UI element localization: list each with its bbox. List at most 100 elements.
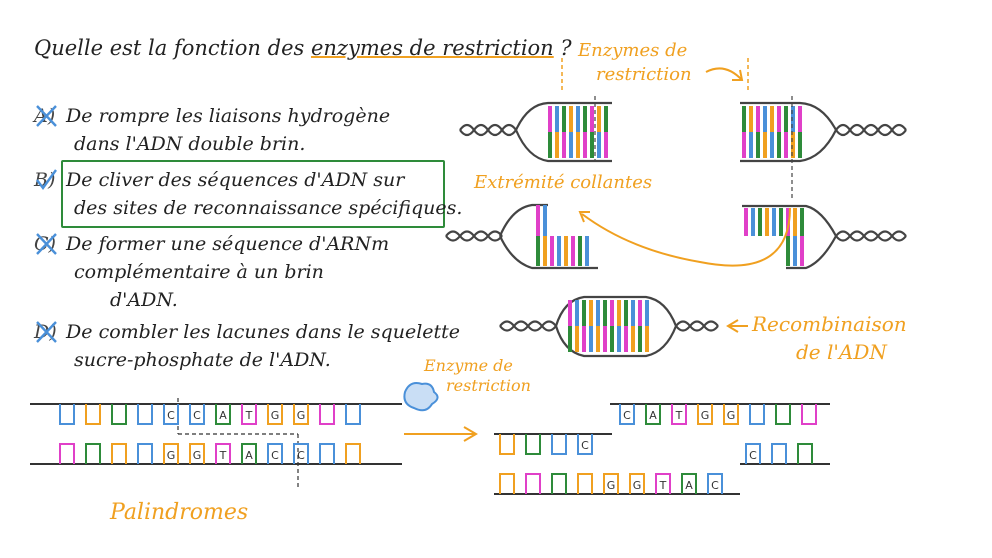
nucleotide-letter: C [749,449,757,462]
option-a-letter: A) [34,102,60,130]
option-c-line3: d'ADN. [110,289,178,311]
arrow-recombination-head-icon [726,319,739,333]
nucleotide-box [215,404,231,425]
question-prefix: Quelle est la fonction des [34,36,311,60]
nucleotide-box [655,473,671,494]
nucleotide-letter: C [167,409,175,422]
nucleotide-letter: G [167,449,176,462]
nucleotide-box [671,404,687,425]
option-a[interactable]: A) De rompre les liaisons hydrogène dans… [34,102,390,158]
nucleotide-box [85,443,101,464]
nucleotide-box [603,473,619,494]
label-recombination-1: Recombinaison [752,312,907,336]
nucleotide-box [577,434,593,455]
nucleotide-box [345,404,361,425]
cross-mark-icon [36,321,57,343]
helix-strand [445,230,503,242]
nucleotide-box [723,404,739,425]
nucleotide-letter: C [193,409,201,422]
option-c-line2: complémentaire à un brin [74,261,324,283]
cut-site-dashes [177,58,793,490]
nucleotide-box [163,443,179,464]
option-b-line2: des sites de reconnaissance spécifiques. [74,197,463,219]
nucleotide-letter: G [271,409,280,422]
helix-bubble [742,204,837,270]
option-d-letter: D) [34,318,60,346]
nucleotide-box [525,473,541,494]
nucleotide-box [241,404,257,425]
nucleotide-box [499,473,515,494]
arrow-enzymes-right-head-icon [732,69,744,81]
option-d-line2: sucre-phosphate de l'ADN. [74,349,331,371]
label-sticky-ends: Extrémité collantes [474,172,653,193]
helix-bubble [498,203,598,270]
option-d-line1: De combler les lacunes dans le squelette [66,321,461,343]
arrow-sticky-ends-head-icon [578,211,590,223]
nucleotide-letter: C [297,449,305,462]
check-mark-icon [36,169,57,191]
question-title: Quelle est la fonction des enzymes de re… [34,36,572,60]
nucleotide-box [551,434,567,455]
nucleotide-letter: C [623,409,631,422]
option-b-letter: B) [34,166,60,194]
nucleotide-box [293,443,309,464]
nucleotide-letter: T [219,449,227,462]
nucleotide-letter: G [193,449,202,462]
helix-strand [835,230,907,242]
nucleotide-box [111,443,127,464]
nucleotide-box [59,404,75,425]
helix-strand [675,320,719,332]
helix-bubble [514,101,612,163]
nucleotide-letter: G [633,479,642,492]
nucleotide-box [85,404,101,425]
option-c[interactable]: C) De former une séquence d'ARNm complém… [34,230,389,314]
option-a-line1: De rompre les liaisons hydrogène [66,105,391,127]
dna-helix-drawings [445,101,907,358]
nucleotide-box [319,443,335,464]
nucleotide-box [645,404,661,425]
label-enzyme-mid-1: Enzyme de [424,356,513,375]
correct-answer-box [61,160,445,228]
nucleotide-box [215,443,231,464]
nucleotide-box [267,404,283,425]
label-enzymes-top-1: Enzymes de [578,40,688,61]
nucleotide-letter: A [685,479,693,492]
nucleotide-letter: C [581,439,589,452]
arrows [403,67,791,442]
option-d[interactable]: D) De combler les lacunes dans le squele… [34,318,460,374]
nucleotide-box [697,404,713,425]
nucleotide-box [499,434,515,455]
option-b[interactable]: B) De cliver des séquences d'ADN sur des… [34,166,462,222]
nucleotide-letter: C [271,449,279,462]
label-palindromes: Palindromes [110,500,249,525]
nucleotide-letter: A [649,409,657,422]
nucleotide-box [137,404,153,425]
arrow-enzymes-right-icon [705,67,743,81]
nucleotide-box [707,473,723,494]
helix-strand [459,123,517,137]
label-recombination-2: de l'ADN [796,340,887,364]
nucleotide-letter: T [659,479,667,492]
helix-strand [835,230,907,242]
nucleotide-letter: A [245,449,253,462]
nucleotide-box [551,473,567,494]
nucleotide-box [189,404,205,425]
nucleotide-box [771,443,787,464]
nucleotide-box [681,473,697,494]
arrow-cut-head-icon [463,426,478,442]
helix-strand [499,320,557,332]
nucleotide-box [797,443,813,464]
nucleotide-box [619,404,635,425]
nucleotide-letter: G [727,409,736,422]
helix-strand [835,123,907,137]
question-highlight: enzymes de restriction [310,36,554,60]
helix-bubble [740,101,837,163]
nucleotide-box [801,404,817,425]
nucleotide-box [241,443,257,464]
cross-mark-icon [36,233,57,255]
helix-strand [675,320,719,332]
nucleotide-letter: G [607,479,616,492]
nucleotide-box [775,404,791,425]
